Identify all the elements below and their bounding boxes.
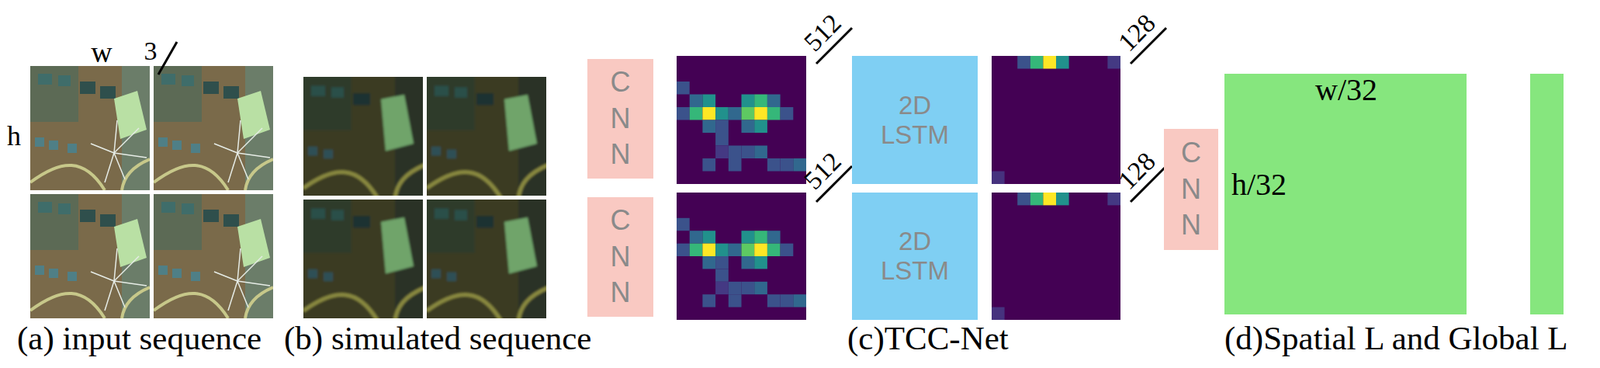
dimension-label: w (90, 36, 112, 70)
cnn-block: C N N (587, 197, 654, 317)
node-text: C N N (606, 64, 635, 174)
node-text: 2D LSTM (871, 90, 959, 150)
subfigure-caption: (c)TCC-Net (847, 319, 1009, 357)
dimension-label: 3 (144, 36, 158, 66)
lstm-block: 2D LSTM (851, 192, 978, 320)
subfigure-caption: (a) input sequence (17, 319, 262, 357)
cnn-block: C N N (587, 58, 654, 179)
spatial-map: w/32 h/32 (1224, 73, 1467, 315)
node-text: h/32 (1231, 166, 1287, 203)
node-text: C N N (1177, 135, 1206, 244)
subfigure-caption: (b) simulated sequence (283, 319, 592, 357)
node-text: w/32 (1315, 72, 1378, 108)
cnn-block: C N N (1163, 128, 1219, 250)
subfigure-caption: (d)Spatial L and Global L (1224, 319, 1569, 357)
channel-label: 512 (798, 8, 848, 58)
node-text: C N N (606, 202, 635, 312)
node-text: 2D LSTM (871, 226, 959, 286)
lstm-block: 2D LSTM (851, 55, 978, 184)
channel-label: 128 (1112, 8, 1162, 58)
dimension-label: h (6, 121, 21, 153)
